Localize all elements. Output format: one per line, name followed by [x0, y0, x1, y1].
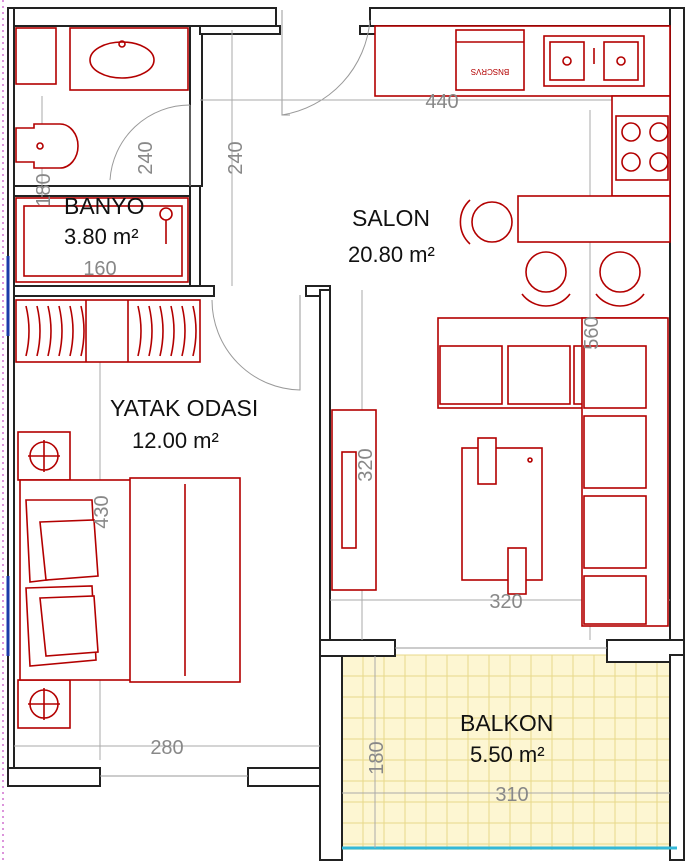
appliance-label: BNSCRVS: [471, 67, 510, 76]
dim-310: 310: [495, 784, 528, 806]
room-area-banyo: 3.80 m²: [64, 224, 139, 249]
doors: [109, 10, 371, 391]
bathroom-fixtures: [15, 27, 189, 283]
kitchen: [374, 25, 671, 307]
dim-430: 430: [91, 495, 113, 528]
room-name-salon: SALON: [352, 205, 430, 231]
tv-unit: [331, 409, 377, 591]
room-name-banyo: BANYO: [64, 193, 145, 219]
wardrobe: [15, 299, 201, 363]
room-area-balkon: 5.50 m²: [470, 742, 545, 767]
dim-320-horizontal: 320: [489, 591, 522, 613]
dim-280: 280: [150, 737, 183, 759]
dim-160: 160: [83, 258, 116, 280]
dim-320-vertical: 320: [355, 448, 377, 481]
dim-240-door: 240: [135, 141, 157, 174]
coffee-table: [461, 437, 543, 595]
dim-180-banyo: 180: [33, 173, 55, 206]
room-area-salon: 20.80 m²: [348, 242, 435, 267]
windows: [6, 256, 677, 850]
room-name-yatak-odasi: YATAK ODASI: [110, 395, 258, 421]
balcony-floor: [341, 654, 677, 850]
dim-560: 560: [581, 316, 603, 349]
bed: [17, 431, 241, 729]
dim-440: 440: [425, 91, 458, 113]
dim-240-hall: 240: [225, 141, 247, 174]
room-name-balkon: BALKON: [460, 710, 553, 736]
walls: [7, 7, 685, 861]
room-area-yatak-odasi: 12.00 m²: [132, 428, 219, 453]
dim-180-balkon: 180: [366, 741, 388, 774]
sofa: [437, 317, 669, 627]
